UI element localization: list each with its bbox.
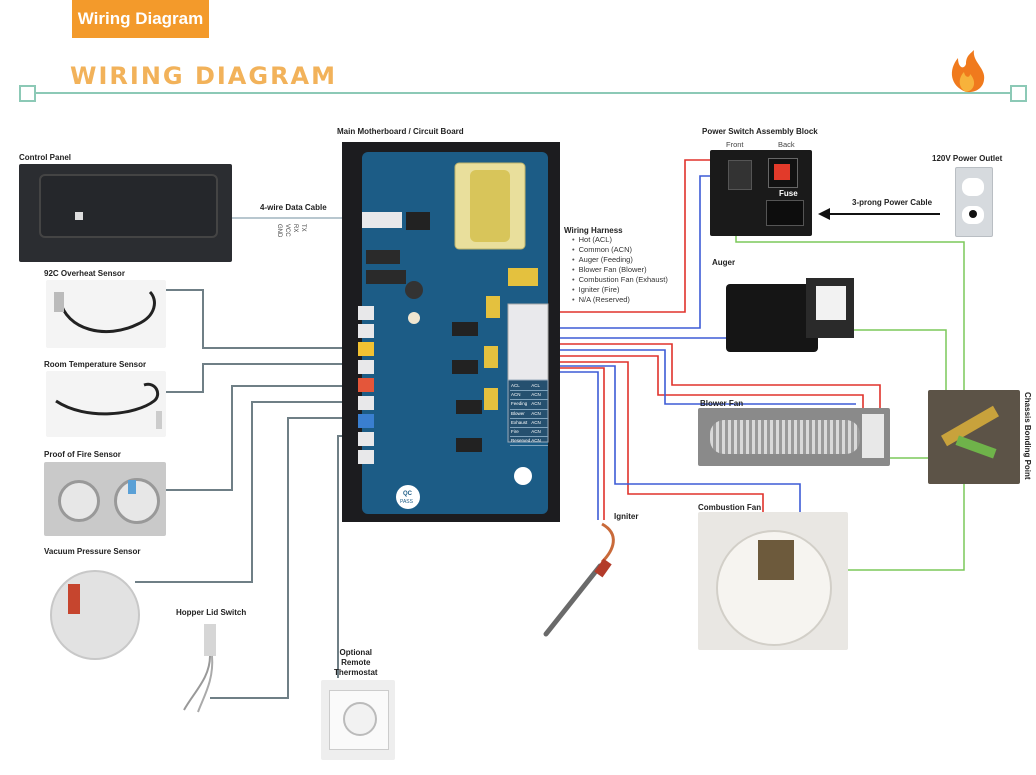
board-pass-mark: PASS xyxy=(400,499,414,505)
power-cable-label: 3-prong Power Cable xyxy=(852,198,933,207)
data-pins: TX RX VCC GND xyxy=(276,222,324,252)
auger-image xyxy=(706,268,872,376)
terminal-cell: ACN xyxy=(530,391,548,401)
blower-fan-label: Blower Fan xyxy=(700,399,744,408)
board-qc-mark: QC xyxy=(403,491,413,497)
harness-title: Wiring Harness xyxy=(564,226,623,235)
room-temp-sensor-image xyxy=(46,371,166,437)
motherboard-label: Main Motherboard / Circuit Board xyxy=(337,127,464,136)
harness-item-igniter: Igniter (Fire) xyxy=(572,285,668,295)
terminal-cell: Blower xyxy=(510,410,531,419)
pin-vcc: VCC xyxy=(284,224,290,237)
hopper-switch-image xyxy=(180,622,240,714)
pin-gnd: GND xyxy=(276,224,282,238)
hopper-switch-label: Hopper Lid Switch xyxy=(176,608,247,617)
proof-of-fire-label: Proof of Fire Sensor xyxy=(44,450,121,459)
combustion-fan-image xyxy=(698,512,848,650)
pin-tx: TX xyxy=(300,224,306,232)
thermostat-label-line-2: Remote xyxy=(341,658,371,667)
harness-item-combustion: Combustion Fan (Exhaust) xyxy=(572,275,668,285)
terminal-cell: ACN xyxy=(530,419,548,429)
power-switch-label: Power Switch Assembly Block xyxy=(702,127,818,136)
power-cable-arrow xyxy=(818,208,830,220)
blower-fan-image xyxy=(698,408,890,466)
flame-icon xyxy=(951,50,985,93)
switch-back-label: Back xyxy=(778,140,795,149)
rule-end-left xyxy=(19,85,36,102)
switch-front-label: Front xyxy=(726,140,744,149)
overheat-sensor-label: 92C Overheat Sensor xyxy=(44,269,125,278)
terminal-cell: ACN xyxy=(530,400,548,410)
terminal-cell: ACL xyxy=(530,382,548,392)
harness-list: Hot (ACL) Common (ACN) Auger (Feeding) B… xyxy=(564,235,668,305)
igniter-label: Igniter xyxy=(614,512,639,521)
data-cable-label: 4-wire Data Cable xyxy=(260,203,327,212)
igniter-image xyxy=(543,522,615,637)
fuse-label: Fuse xyxy=(779,189,798,198)
thermostat-label: Optional Remote Thermostat xyxy=(334,648,378,678)
combustion-fan-label: Combustion Fan xyxy=(698,503,762,512)
section-tab: Wiring Diagram xyxy=(72,0,209,38)
pin-rx: RX xyxy=(292,224,298,233)
harness-item-common: Common (ACN) xyxy=(572,245,668,255)
terminal-cell: Fire xyxy=(510,428,531,438)
terminal-cell: ACN xyxy=(530,437,548,447)
terminal-cell: ACN xyxy=(530,428,548,438)
terminal-cell: Reserved xyxy=(510,437,531,447)
auger-label: Auger xyxy=(712,258,736,267)
sensor-wires xyxy=(135,289,365,699)
harness-legend: Wiring Harness Hot (ACL) Common (ACN) Au… xyxy=(564,226,668,305)
terminal-cell: Feeding xyxy=(510,400,531,410)
motherboard xyxy=(342,142,560,522)
harness-item-hot: Hot (ACL) xyxy=(572,235,668,245)
hot-wires xyxy=(548,159,881,528)
terminal-cell: ACN xyxy=(530,410,548,419)
terminal-cell: ACL xyxy=(510,382,531,392)
harness-item-blower: Blower Fan (Blower) xyxy=(572,265,668,275)
harness-item-reserved: N/A (Reserved) xyxy=(572,295,668,305)
harness-item-auger: Auger (Feeding) xyxy=(572,255,668,265)
overheat-sensor-image xyxy=(46,280,166,348)
rule-end-right xyxy=(1010,85,1027,102)
chassis-ground-label: Chassis Bonding Point xyxy=(1023,392,1032,480)
page-title: WIRING DIAGRAM xyxy=(70,62,338,90)
vacuum-sensor-label: Vacuum Pressure Sensor xyxy=(44,547,141,556)
proof-of-fire-image xyxy=(44,462,166,536)
control-panel-label: Control Panel xyxy=(19,153,72,162)
power-switch-image xyxy=(710,150,812,236)
power-outlet-label: 120V Power Outlet xyxy=(932,154,1003,163)
vacuum-sensor-image xyxy=(46,560,142,664)
power-outlet-image xyxy=(955,167,993,237)
thermostat-label-line-1: Optional xyxy=(339,648,372,657)
terminal-cell: Exhaust xyxy=(510,419,531,429)
terminal-cell: ACN xyxy=(510,391,531,401)
control-panel-image xyxy=(19,164,232,262)
thermostat-label-line-3: Thermostat xyxy=(334,668,378,677)
room-temp-sensor-label: Room Temperature Sensor xyxy=(44,360,147,369)
thermostat-image xyxy=(321,680,395,760)
chassis-ground-image xyxy=(928,390,1020,484)
